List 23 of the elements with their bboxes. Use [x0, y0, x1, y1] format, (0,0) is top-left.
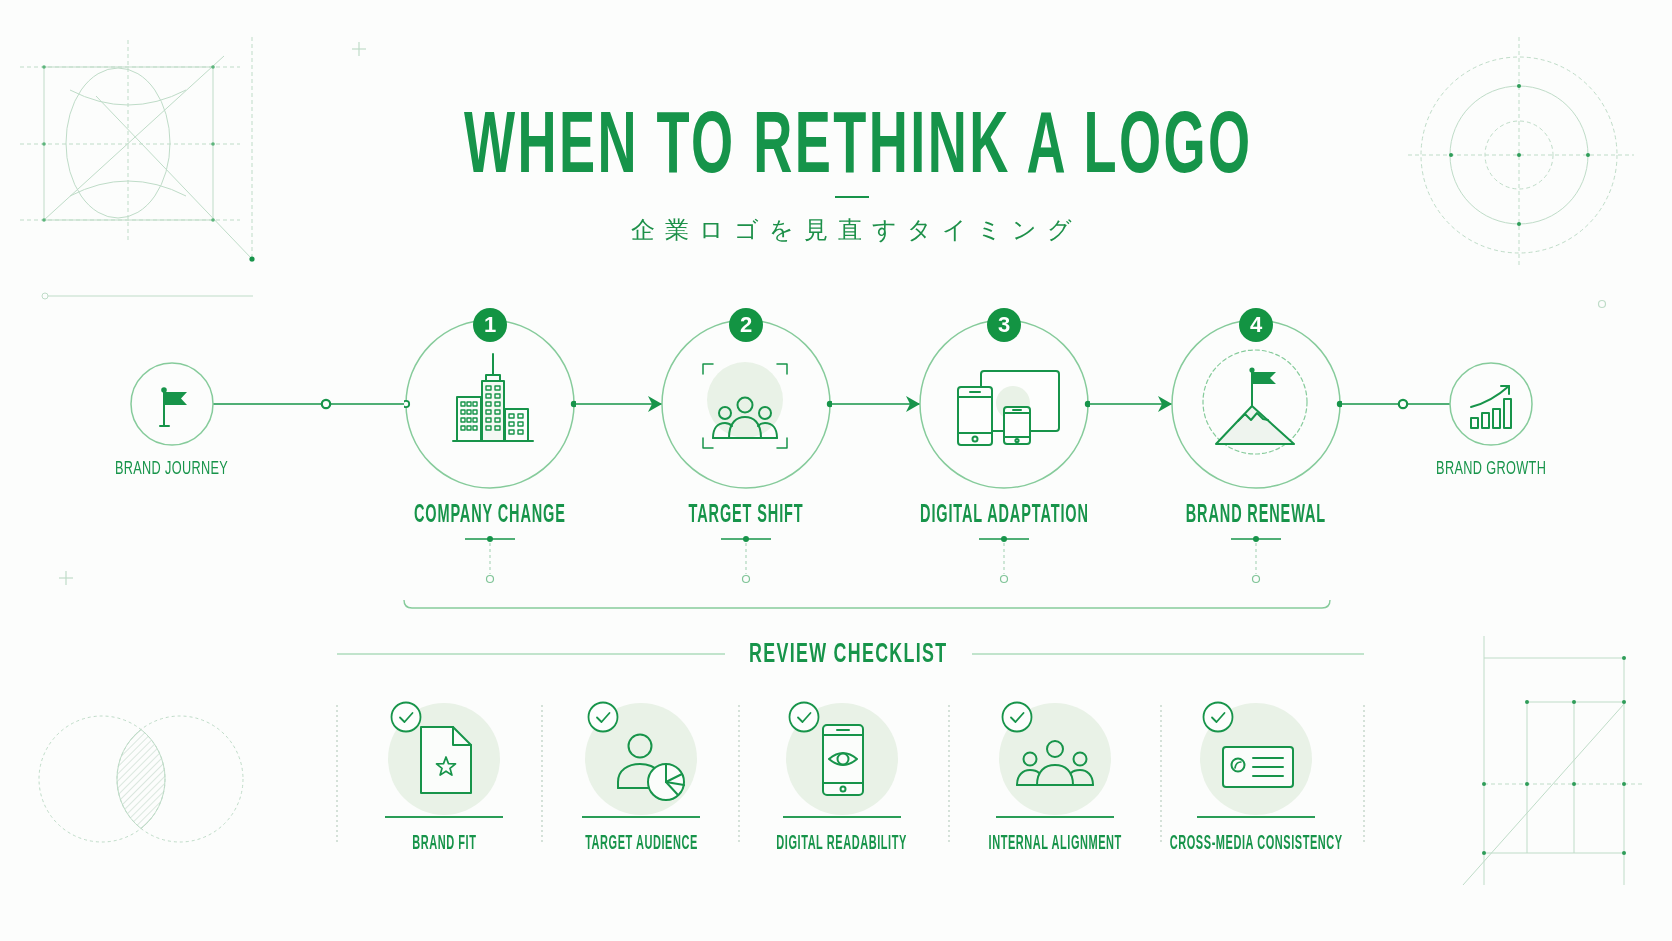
checklist-label: INTERNAL ALIGNMENT	[988, 832, 1122, 852]
connector-arrow	[573, 396, 663, 412]
checklist-label: BRAND FIT	[411, 832, 477, 852]
checklist-label: TARGET AUDIENCE	[584, 832, 698, 852]
checklist-label: CROSS-MEDIA CONSISTENCY	[1169, 832, 1343, 852]
connector-line	[212, 403, 407, 405]
step-title: BRAND RENEWAL	[1185, 501, 1327, 526]
connector-arrow	[1087, 396, 1173, 412]
step-title: TARGET SHIFT	[688, 501, 804, 526]
step-title: DIGITAL ADAPTATION	[919, 501, 1089, 526]
title: WHEN TO RETHINK A LOGO	[463, 98, 1253, 186]
subtitle: 企業ロゴを見直すタイミング	[630, 216, 1082, 244]
milestone-label: BRAND JOURNEY	[115, 458, 229, 477]
checklist-label: DIGITAL READABILITY	[776, 832, 908, 852]
step-title: COMPANY CHANGE	[414, 501, 566, 526]
section-heading: REVIEW CHECKLIST	[748, 640, 948, 667]
number-badge: 4	[1239, 308, 1273, 342]
number-badge: 3	[987, 308, 1021, 342]
connector-arrow	[829, 396, 921, 412]
number-badge: 1	[473, 308, 507, 342]
connector-line	[1339, 403, 1451, 405]
milestone-label: BRAND GROWTH	[1435, 458, 1547, 477]
number-badge: 2	[729, 308, 763, 342]
